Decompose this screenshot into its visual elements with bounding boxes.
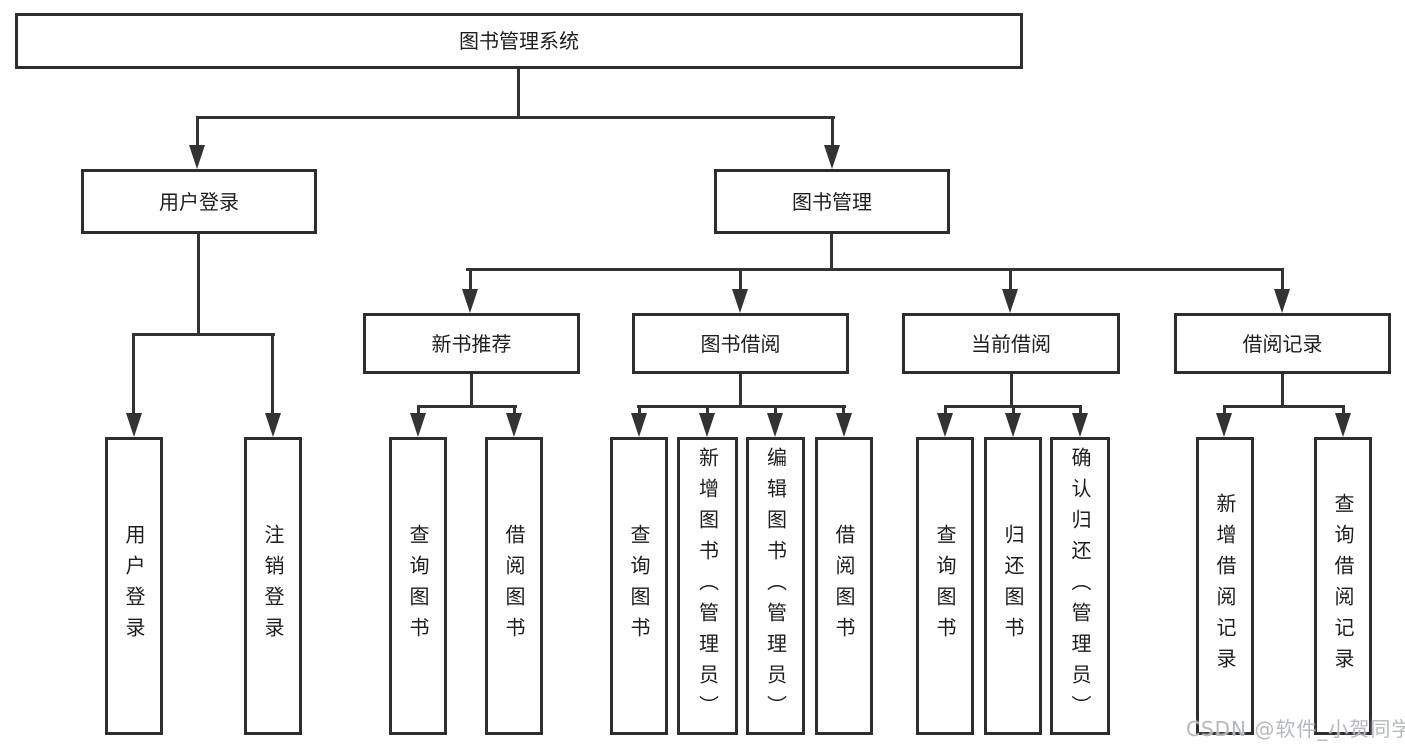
connector-line: [470, 374, 473, 407]
connector-line: [1223, 405, 1345, 408]
connector-line: [417, 405, 420, 415]
connector-line: [469, 268, 472, 290]
node-book-management: 图书管理: [714, 169, 950, 234]
connector-arrow: [506, 413, 522, 437]
node-label: 编辑图书（管理员）: [763, 446, 788, 726]
leaf-user-login: 用户登录: [105, 437, 163, 735]
leaf-search-borrow-record: 查询借阅记录: [1314, 437, 1372, 735]
connector-arrow: [1005, 413, 1021, 437]
node-label: 用户登录: [122, 524, 146, 648]
connector-arrow: [631, 413, 647, 437]
node-user-login: 用户登录: [81, 169, 317, 234]
connector-line: [513, 405, 516, 415]
connector-arrow: [732, 289, 748, 313]
node-label: 查询图书: [627, 524, 651, 648]
leaf-logout: 注销登录: [244, 437, 302, 735]
node-label: 查询借阅记录: [1331, 493, 1355, 679]
connector-arrow: [937, 413, 953, 437]
connector-arrow: [462, 289, 478, 313]
connector-line: [466, 268, 1284, 271]
connector-line: [1281, 374, 1284, 407]
connector-line: [1010, 374, 1013, 407]
connector-line: [517, 69, 520, 119]
connector-line: [739, 268, 742, 290]
connector-arrow: [189, 145, 205, 169]
connector-line: [739, 374, 742, 407]
connector-line: [830, 234, 833, 271]
connector-line: [1012, 405, 1015, 415]
connector-arrow: [1216, 413, 1232, 437]
connector-line: [196, 116, 835, 119]
node-label: 借阅图书: [832, 524, 856, 648]
node-label: 查询图书: [406, 524, 430, 648]
connector-line: [831, 116, 834, 146]
node-new-book-recommendation: 新书推荐: [363, 313, 580, 374]
node-label: 新增借阅记录: [1213, 493, 1237, 679]
node-label: 归还图书: [1001, 524, 1025, 648]
connector-arrow: [410, 413, 426, 437]
leaf-borrow-books-recommendation: 借阅图书: [485, 437, 543, 735]
connector-arrow: [1002, 289, 1018, 313]
connector-line: [271, 333, 274, 413]
connector-line: [638, 405, 641, 415]
leaf-borrow-books-borrowing: 借阅图书: [815, 437, 873, 735]
connector-line: [1223, 405, 1226, 415]
connector-arrow: [836, 413, 852, 437]
node-label: 当前借阅: [971, 331, 1051, 356]
connector-line: [1281, 268, 1284, 290]
connector-arrow: [1072, 413, 1088, 437]
node-label: 查询图书: [933, 524, 957, 648]
leaf-edit-books-admin: 编辑图书（管理员）: [746, 437, 805, 735]
node-current-borrowing: 当前借阅: [902, 313, 1120, 374]
connector-arrow: [824, 145, 840, 169]
node-label: 用户登录: [159, 189, 239, 214]
node-label: 新增图书（管理员）: [695, 446, 720, 726]
connector-arrow: [126, 413, 142, 437]
node-book-borrowing: 图书借阅: [632, 313, 849, 374]
connector-arrow: [1274, 289, 1290, 313]
node-label: 借阅记录: [1242, 331, 1323, 356]
leaf-return-books: 归还图书: [984, 437, 1042, 735]
node-borrowing-records: 借阅记录: [1174, 313, 1391, 374]
connector-line: [774, 405, 777, 415]
connector-arrow: [265, 413, 281, 437]
connector-line: [842, 405, 845, 415]
node-label: 注销登录: [261, 524, 285, 648]
leaf-search-books-current: 查询图书: [916, 437, 974, 735]
node-label: 借阅图书: [502, 524, 526, 648]
connector-line: [944, 405, 947, 415]
leaf-add-books-admin: 新增图书（管理员）: [677, 437, 738, 735]
node-label: 图书管理: [792, 189, 872, 214]
connector-arrow: [699, 413, 715, 437]
node-label: 图书借阅: [700, 331, 781, 356]
leaf-search-books-borrowing: 查询图书: [610, 437, 668, 735]
csdn-watermark: CSDN @软件_小贺同学: [1186, 717, 1405, 741]
node-library-management-system: 图书管理系统: [15, 13, 1023, 69]
connector-line: [417, 405, 517, 408]
leaf-add-borrow-record: 新增借阅记录: [1196, 437, 1254, 735]
leaf-confirm-return-admin: 确认归还（管理员）: [1050, 437, 1110, 735]
connector-line: [637, 405, 846, 408]
connector-arrow: [1335, 413, 1351, 437]
connector-line: [196, 116, 199, 146]
connector-line: [132, 333, 135, 413]
connector-line: [1009, 268, 1012, 290]
leaf-search-books-recommendation: 查询图书: [389, 437, 447, 735]
connector-line: [1342, 405, 1345, 415]
connector-line: [1079, 405, 1082, 415]
node-label: 新书推荐: [431, 331, 512, 356]
connector-line: [132, 333, 275, 336]
connector-arrow: [767, 413, 783, 437]
connector-line: [197, 234, 200, 336]
node-label: 确认归还（管理员）: [1068, 446, 1092, 726]
node-label: 图书管理系统: [459, 29, 579, 53]
connector-line: [706, 405, 709, 415]
